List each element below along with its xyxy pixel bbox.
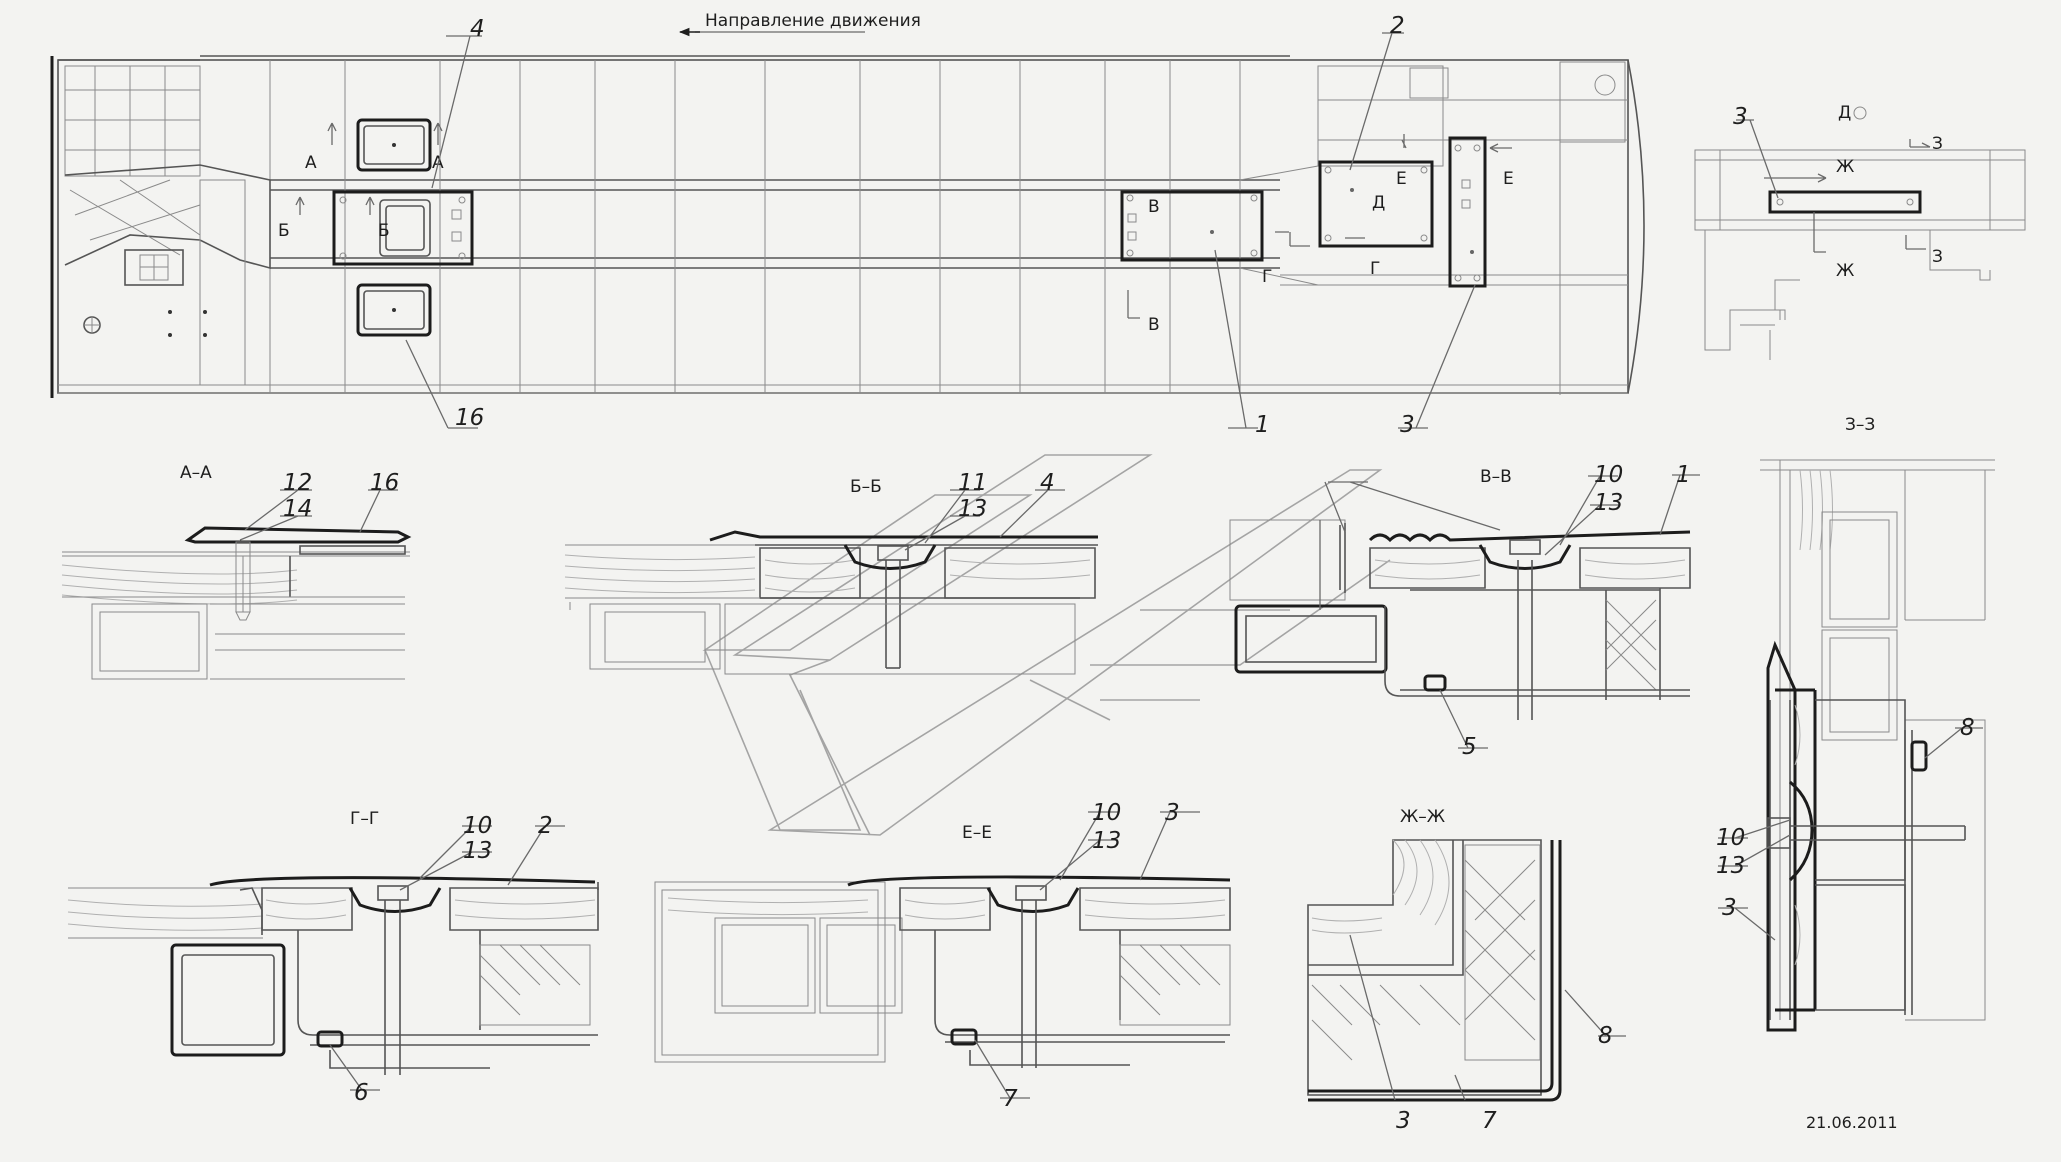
cut-mark-A1: А	[305, 153, 317, 173]
section-V-V-title: В–В	[1480, 467, 1512, 487]
cut-mark-Z2: З	[1932, 247, 1943, 267]
callout-13-V-V: 13	[1594, 490, 1623, 516]
section-G-G: Г–Г 10 13 2 6	[67, 809, 599, 1106]
section-Z-Z: З–З 8 10 13 3	[1716, 415, 1995, 1032]
callout-2-G-G: 2	[538, 813, 553, 839]
callout-10-G-G: 10	[463, 813, 492, 839]
callout-13-G-G: 13	[463, 838, 492, 864]
watermark-logo	[702, 454, 1391, 836]
callout-6-G-G: 6	[354, 1080, 369, 1106]
callout-3-detail-D: 3	[1733, 104, 1748, 130]
cut-mark-V2: В	[1148, 315, 1160, 335]
callout-10-Z-Z: 10	[1716, 825, 1745, 851]
section-E-E: Е–Е 10 13 3 7	[654, 800, 1231, 1112]
cut-mark-Zh1: Ж	[1836, 157, 1854, 177]
cut-mark-B2: Б	[378, 221, 390, 241]
section-G-G-title: Г–Г	[350, 809, 379, 829]
callout-3-plan: 3	[1400, 412, 1415, 438]
section-B-B-title: Б–Б	[850, 477, 882, 497]
section-A-A-title: А–А	[180, 463, 212, 483]
callout-10-E-E: 10	[1092, 800, 1121, 826]
cut-mark-D: Д	[1372, 193, 1385, 213]
cut-mark-E2: Е	[1503, 169, 1514, 189]
callout-13-E-E: 13	[1092, 828, 1121, 854]
callout-1-V-V: 1	[1676, 462, 1691, 488]
callout-3-Z-Z: 3	[1722, 895, 1737, 921]
callout-3-E-E: 3	[1165, 800, 1180, 826]
detail-D-title: Д	[1838, 103, 1851, 123]
section-A-A: А–А 12 14 16	[61, 463, 412, 680]
callout-7-Zh-Zh: 7	[1482, 1108, 1497, 1134]
callout-16-A-A: 16	[370, 470, 399, 496]
callout-16-plan: 16	[455, 405, 484, 431]
callout-12-A-A: 12	[283, 470, 312, 496]
section-Zh-Zh: Ж–Ж 8 3 7	[1307, 807, 1626, 1134]
section-V-V: В–В 10 13 1 5	[1229, 462, 1700, 760]
callout-11-B-B: 11	[958, 470, 987, 496]
cut-mark-V1: В	[1148, 197, 1160, 217]
cut-mark-Zh2: Ж	[1836, 261, 1854, 281]
cut-mark-G2: Г	[1370, 259, 1380, 279]
callout-4-plan: 4	[470, 16, 485, 42]
callout-8-Zh-Zh: 8	[1598, 1023, 1613, 1049]
callout-8-Z-Z: 8	[1960, 715, 1975, 741]
direction-of-travel: Направление движения	[678, 11, 921, 37]
detail-D-view: Д 3 З З Ж Ж	[1694, 103, 2026, 360]
floor-plan-view: А А Б Б В В Г Г Д Е Е 4 2 16 1 3	[50, 13, 1645, 438]
frame-crossmembers	[269, 60, 1241, 393]
hatch-1	[1120, 190, 1264, 262]
cut-mark-G1: Г	[1262, 267, 1272, 287]
direction-label: Направление движения	[705, 11, 921, 31]
hatch-3	[1448, 136, 1487, 288]
drawing-date: 21.06.2011	[1806, 1113, 1898, 1132]
callout-7-E-E: 7	[1003, 1086, 1018, 1112]
callout-3-Zh-Zh: 3	[1396, 1108, 1411, 1134]
section-Zh-Zh-title: Ж–Ж	[1400, 807, 1445, 827]
callout-4-B-B: 4	[1040, 470, 1055, 496]
hatch-16-bottom	[356, 283, 432, 337]
cut-mark-Z1: З	[1932, 134, 1943, 154]
callout-1-plan: 1	[1255, 412, 1270, 438]
callout-13-B-B: 13	[958, 496, 987, 522]
section-Z-Z-title: З–З	[1845, 415, 1875, 435]
callout-5-V-V: 5	[1462, 734, 1477, 760]
callout-10-V-V: 10	[1594, 462, 1623, 488]
hatch-16-top	[356, 118, 432, 172]
hatch-4	[332, 190, 474, 266]
callout-13-Z-Z: 13	[1716, 853, 1745, 879]
hatch-2	[1318, 160, 1434, 248]
cut-mark-E1: Е	[1396, 169, 1407, 189]
cut-mark-B1: Б	[278, 221, 290, 241]
section-E-E-title: Е–Е	[962, 823, 992, 843]
section-B-B: Б–Б 11 13 4	[564, 470, 1098, 675]
callout-14-A-A: 14	[283, 496, 312, 522]
callout-2-plan: 2	[1390, 13, 1405, 39]
